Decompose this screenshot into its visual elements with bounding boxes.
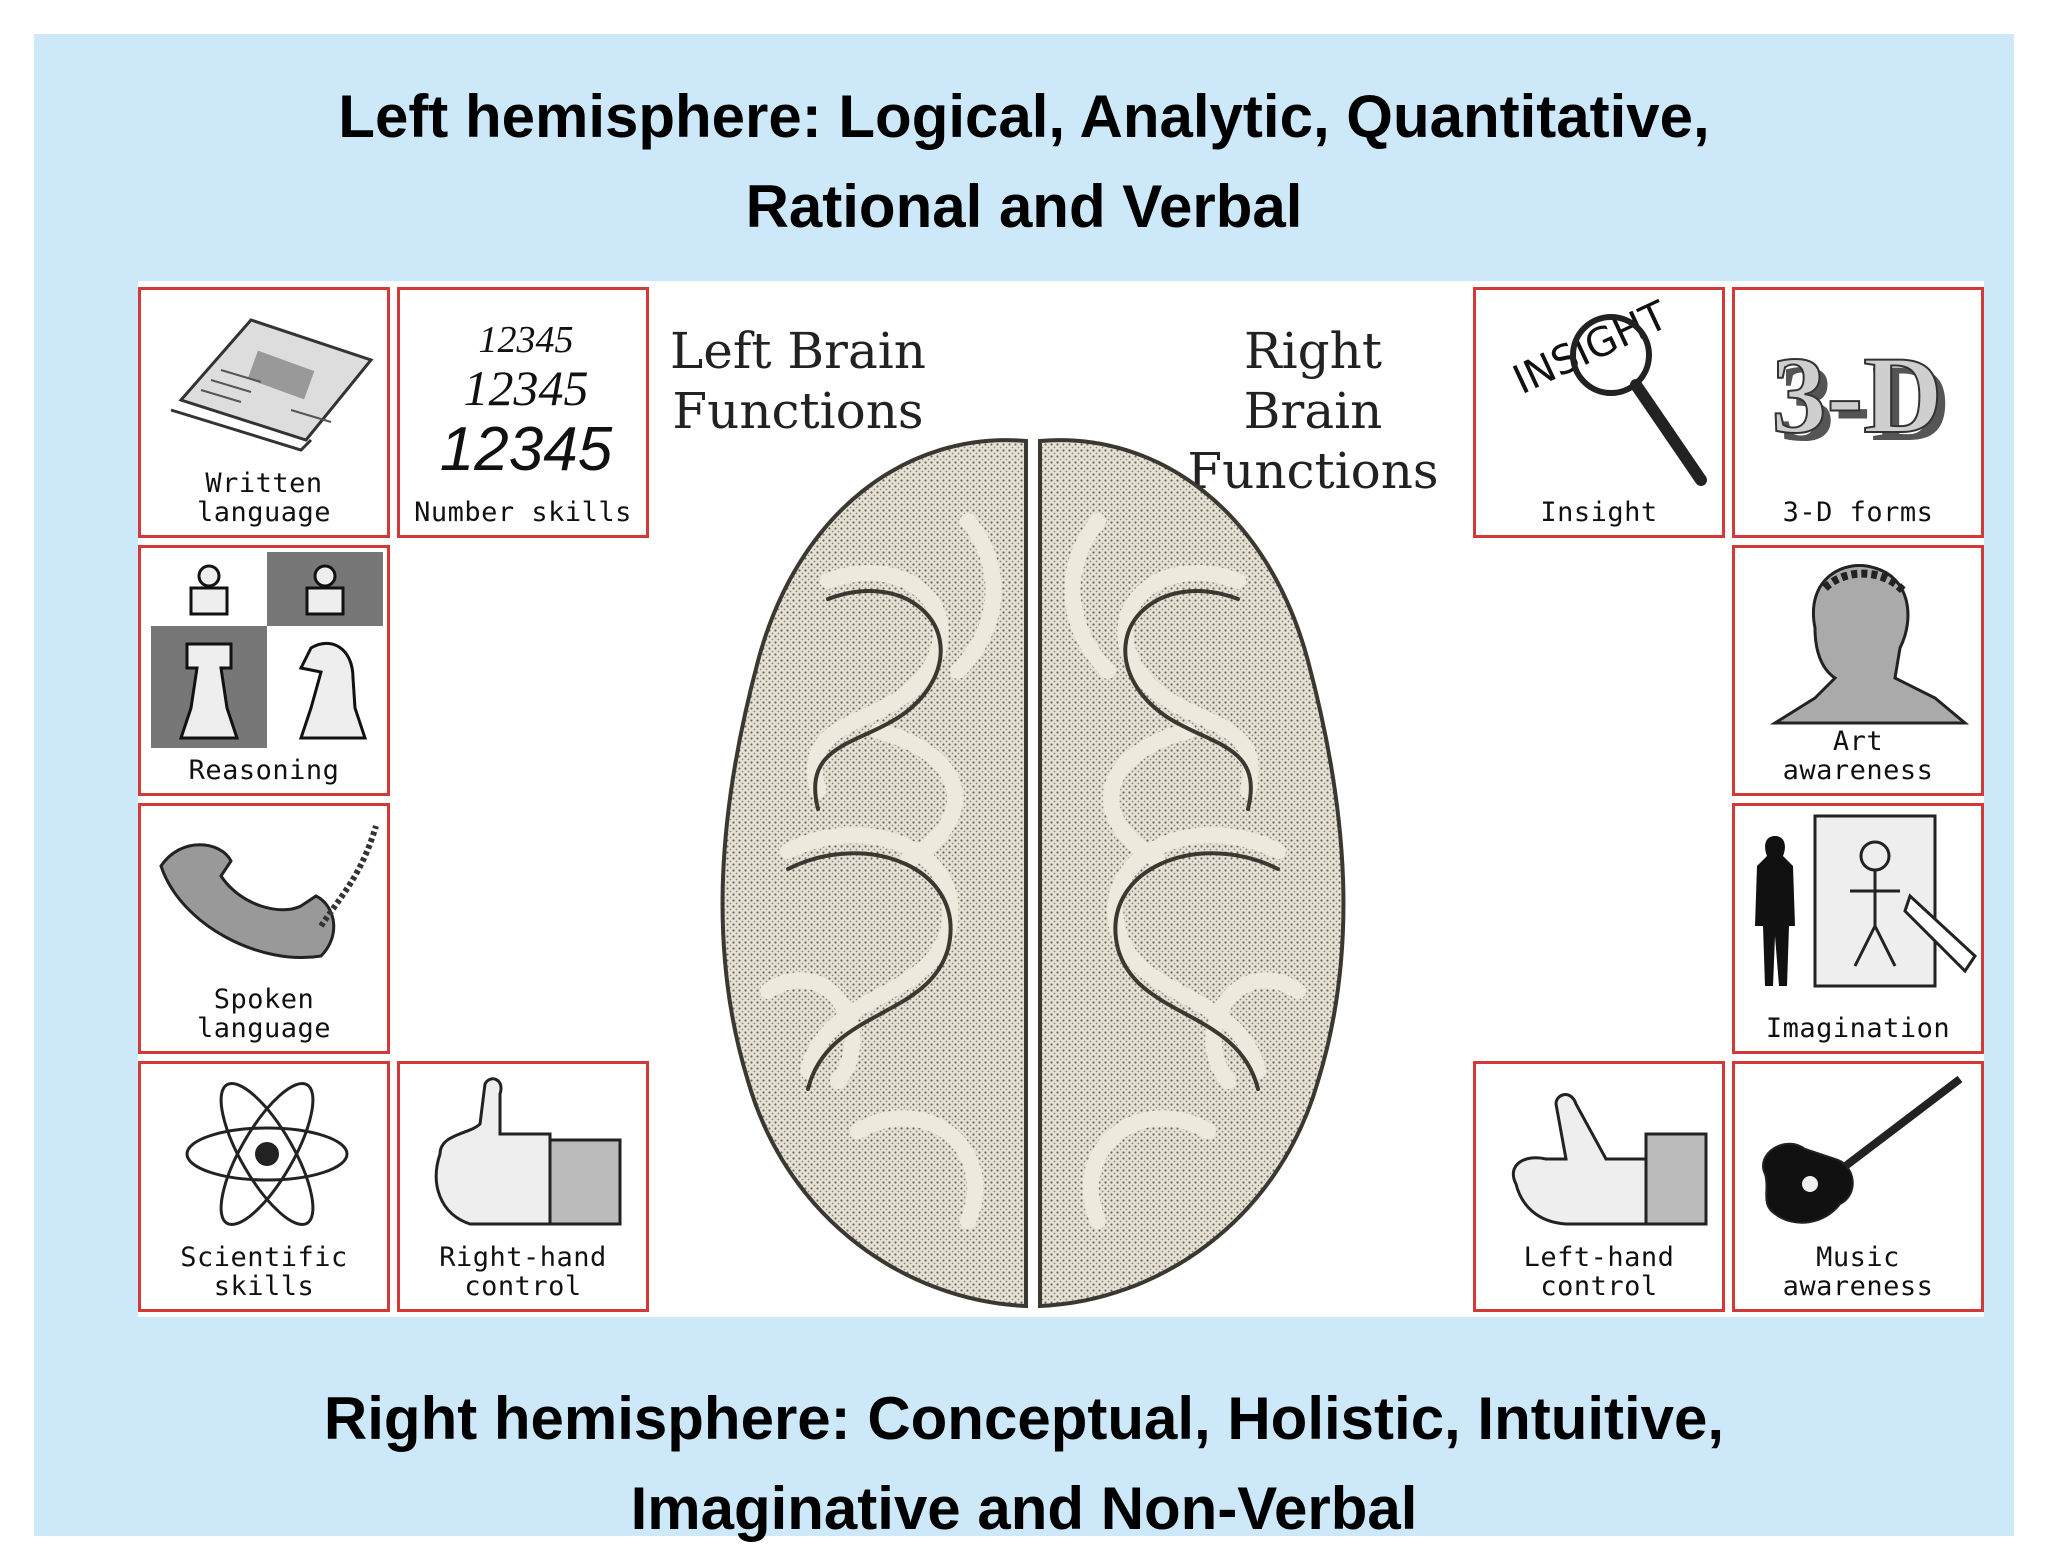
function-label: awareness bbox=[1782, 1271, 1934, 1302]
left-brain-title: Left Brain Functions bbox=[668, 321, 928, 441]
function-label: awareness bbox=[1782, 755, 1934, 786]
slide-background: Left hemisphere: Logical, Analytic, Quan… bbox=[34, 34, 2014, 1542]
figure-drawing-icon bbox=[1755, 814, 1977, 988]
number-text: 12345 bbox=[440, 415, 613, 484]
thumbs-up-icon bbox=[434, 1077, 622, 1226]
function-label: language bbox=[196, 1013, 332, 1044]
heading-line: Right hemisphere: Conceptual, Holistic, … bbox=[323, 1385, 1725, 1452]
chess-icon bbox=[151, 552, 383, 748]
right-hemisphere-heading: Right hemisphere: Conceptual, Holistic, … bbox=[34, 1374, 2014, 1554]
function-label: Scientific bbox=[180, 1242, 348, 1273]
function-label: Left-hand bbox=[1523, 1242, 1675, 1273]
function-label: Number skills bbox=[414, 497, 632, 528]
3d-text-shadow: 3-D bbox=[1779, 342, 1950, 464]
function-label: Insight bbox=[1540, 497, 1658, 528]
function-cell-number-skills: 12345 12345 12345 Number skills bbox=[397, 287, 649, 538]
function-label: Reasoning bbox=[188, 755, 340, 786]
function-cell-reasoning: Reasoning bbox=[138, 545, 390, 796]
magnifier-icon: INSIGHT bbox=[1506, 292, 1707, 486]
function-cell-scientific-skills: Scientific skills bbox=[138, 1061, 390, 1312]
function-cell-imagination: Imagination bbox=[1732, 803, 1984, 1054]
function-cell-music-awareness: Music awareness bbox=[1732, 1061, 1984, 1312]
title-line: Left Brain bbox=[670, 322, 926, 380]
statue-bust-icon bbox=[1769, 564, 1970, 725]
function-label: Spoken bbox=[213, 984, 315, 1015]
function-label: Imagination bbox=[1765, 1013, 1951, 1044]
function-label: control bbox=[1540, 1271, 1658, 1302]
function-cell-art-awareness: Art awareness bbox=[1732, 545, 1984, 796]
function-label: language bbox=[196, 497, 332, 528]
function-label: Music bbox=[1816, 1242, 1900, 1273]
function-cell-written-language: Written language bbox=[138, 287, 390, 538]
newspaper-icon bbox=[170, 318, 374, 452]
function-label: skills bbox=[213, 1271, 315, 1302]
function-cell-right-hand-control: Right-hand control bbox=[397, 1061, 649, 1312]
function-label: 3-D forms bbox=[1782, 497, 1934, 528]
numbers-icon: 12345 12345 12345 bbox=[440, 319, 613, 484]
title-line: Right Brain bbox=[1243, 322, 1383, 440]
function-cell-left-hand-control: Left-hand control bbox=[1473, 1061, 1725, 1312]
brain-illustration bbox=[720, 438, 1346, 1309]
atom-icon bbox=[185, 1082, 349, 1226]
number-text: 12345 bbox=[479, 319, 574, 361]
telephone-icon bbox=[159, 825, 379, 959]
function-label: Art bbox=[1832, 726, 1884, 757]
right-brain-title: Right Brain Functions bbox=[1168, 321, 1458, 501]
heading-line: Imaginative and Non-Verbal bbox=[630, 1475, 1418, 1542]
3d-text: 3-D bbox=[1771, 334, 1942, 456]
title-line: Functions bbox=[672, 382, 924, 440]
guitar-icon bbox=[1762, 1075, 1963, 1224]
function-label: Right-hand bbox=[439, 1242, 607, 1273]
heading-line: Rational and Verbal bbox=[745, 173, 1303, 240]
3d-letters-icon: 3-D 3-D bbox=[1770, 333, 1950, 464]
heading-line: Left hemisphere: Logical, Analytic, Quan… bbox=[338, 83, 1710, 150]
brain-functions-panel: Left Brain Functions Right Brain Functio… bbox=[138, 281, 1984, 1317]
function-label: Written bbox=[205, 468, 323, 499]
function-cell-spoken-language: Spoken language bbox=[138, 803, 390, 1054]
pointing-hand-icon bbox=[1511, 1093, 1708, 1226]
function-cell-3d-forms: 3-D 3-D 3-D forms bbox=[1732, 287, 1984, 538]
function-label: control bbox=[464, 1271, 582, 1302]
title-line: Functions bbox=[1187, 442, 1439, 500]
left-hemisphere-heading: Left hemisphere: Logical, Analytic, Quan… bbox=[34, 72, 2014, 252]
function-cell-insight: INSIGHT Insight bbox=[1473, 287, 1725, 538]
number-text: 12345 bbox=[464, 360, 589, 416]
